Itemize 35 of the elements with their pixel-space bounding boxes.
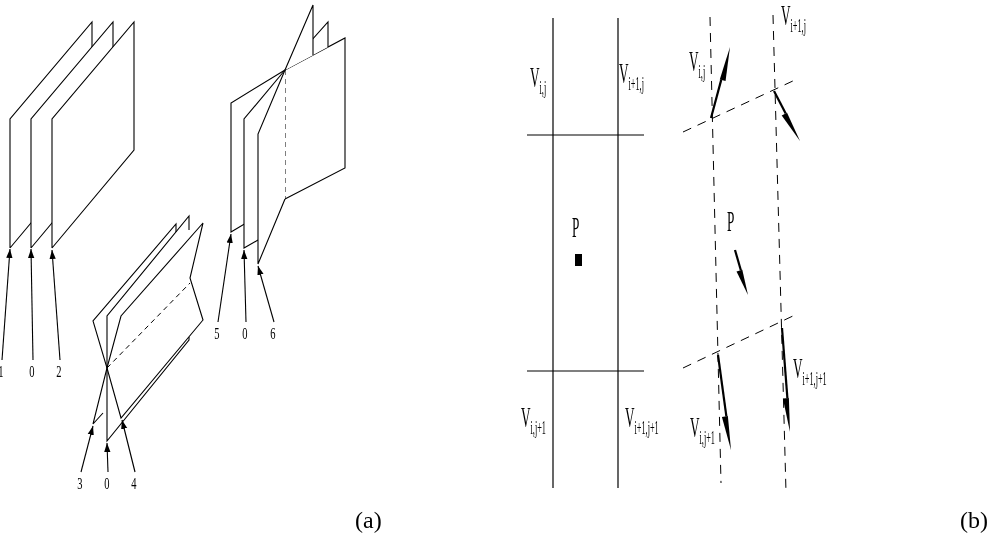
callout-number: 0 — [29, 364, 35, 381]
slice-plane — [257, 4, 314, 265]
slice-plane — [51, 20, 135, 250]
callout-number: 6 — [270, 326, 276, 343]
vector-label: V$_{i,j+1}$ — [521, 402, 546, 438]
slice-plane — [106, 214, 190, 443]
point-label: P — [727, 206, 735, 236]
vector-label: V$_{i,j}$ — [689, 46, 706, 82]
leader-arrow — [28, 248, 35, 361]
vector-label: V$_{i,j}$ — [530, 62, 547, 98]
point-label: P — [572, 212, 580, 242]
leader-arrow — [49, 249, 61, 361]
leader-arrow — [80, 425, 94, 473]
vector-label: V$_{i+1,j+1}$ — [625, 402, 659, 438]
leader-arrow — [217, 233, 233, 323]
vector-label: V$_{i,j+1}$ — [690, 412, 715, 448]
vector-label: V$_{i+1,j+1}$ — [793, 353, 827, 389]
callout-number: 3 — [77, 476, 83, 493]
panel-label: (a) — [355, 508, 382, 532]
callout-number: 0 — [242, 326, 248, 343]
panel-label: (b) — [960, 508, 988, 532]
callout-number: 0 — [104, 476, 110, 493]
leader-arrow — [241, 249, 248, 323]
leader-arrow — [1, 248, 13, 361]
leader-arrow — [257, 265, 275, 323]
slice-plane — [106, 222, 204, 420]
callout-number: 4 — [131, 476, 137, 493]
callout-number: 2 — [56, 364, 62, 381]
slice-plane — [92, 222, 177, 425]
leader-arrow — [121, 419, 136, 473]
vector-label: V$_{i+1,j}$ — [781, 0, 806, 36]
callout-number: 1 — [0, 364, 4, 381]
leader-arrow — [104, 442, 111, 473]
vector-label: V$_{i+1,j}$ — [619, 58, 644, 94]
callout-number: 5 — [214, 326, 220, 343]
